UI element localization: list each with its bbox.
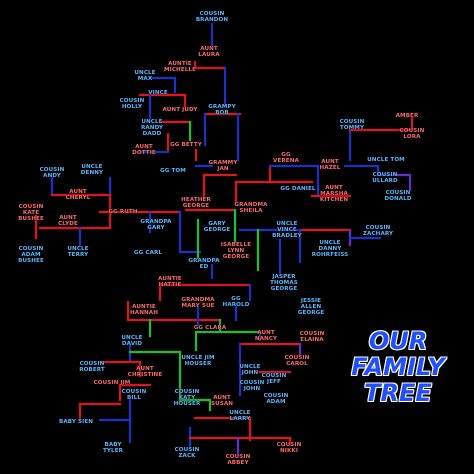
person-grandma-sheila: GRANDMA SHEILA [234,202,268,215]
person-aunt-christine: AUNT CHRISTINE [127,366,163,379]
person-cousin-zack: COUSIN ZACK [174,447,200,460]
person-uncle-denny: UNCLE DENNY [80,164,104,177]
person-cousin-holly: COUSIN HOLLY [119,98,145,111]
person-cousin-carol: COUSIN CAROL [284,355,310,368]
person-uncle-danny-rohrfeiss: UNCLE DANNY ROHRFEISS [311,240,349,259]
person-gg-ruth: GG RUTH [108,209,138,215]
person-cousin-jim: COUSIN JIM [93,380,131,386]
person-aunt-nancy: AUNT NANCY [254,330,278,343]
person-aunt-laura: AUNT LAURA [198,46,220,59]
person-aunt-marsha-kitchen: AUNT MARSHA KITCHEN [319,185,349,204]
person-uncle-max: UNCLE MAX [134,70,156,83]
person-grampy-bob: GRAMPY BOB [208,104,236,117]
person-jasper-thomas-george: JASPER THOMAS GEORGE [270,274,298,293]
person-cousin-andy: COUSIN ANDY [39,167,65,180]
person-amber: AMBER [395,113,419,119]
person-gary-george: GARY GEORGE [203,221,231,234]
person-auntie-hattie: AUNTIE HATTIE [158,276,182,289]
person-isabelle-lynn-george: ISABELLE LYNN GEORGE [220,242,252,261]
person-gg-tom: GG TOM [160,168,186,174]
person-cousin-jeff: COUSIN JEFF [261,373,287,386]
person-cousin-zachary: COUSIN ZACHARY [362,225,394,238]
person-grandpa-gary: GRANDPA GARY [140,219,172,232]
person-cousin-brandon: COUSIN BRANDON [195,11,229,24]
person-gg-verena: GG VERENA [273,152,299,165]
person-uncle-larry: UNCLE LARRY [229,410,251,423]
person-cousin-tommy: COUSIN TOMMY [339,119,365,132]
person-baby-tyler: BABY TYLER [102,442,124,455]
person-cousin-lora: COUSIN LORA [399,128,425,141]
person-cousin-nikki: COUSIN NIKKI [276,442,302,455]
person-auntie-hannah: AUNTIE HANNAH [130,304,158,317]
person-gg-daniel: GG DANIEL [280,186,316,192]
our-family-tree-title: OUR FAMILY TREE [351,327,445,407]
person-uncle-david: UNCLE DAVID [121,335,143,348]
person-gg-carl: GG CARL [133,250,163,256]
person-cousin-abbey: COUSIN ABBEY [225,454,251,467]
person-vince: VINCE [148,90,168,96]
person-grandpa-ed: GRANDPA ED [188,258,220,271]
person-gg-clara: GG CLARA [193,325,227,331]
person-aunt-hazel: AUNT HAZEL [319,159,341,172]
person-cousin-adam-bushee: COUSIN ADAM BUSHEE [18,246,44,265]
person-uncle-tom: UNCLE TOM [367,157,405,163]
person-cousin-elaina: COUSIN ELAINA [299,331,325,344]
person-aunt-clyde: AUNT CLYDE [58,215,78,228]
person-aunt-cheryl: AUNT CHERYL [65,189,91,202]
person-auntie-michelle: AUNTIE MICHELLE [163,61,197,74]
person-uncle-randy-dadd: UNCLE RANDY DADD [140,119,164,138]
person-gg-harold: GG HAROLD [222,296,250,309]
person-heather-george: HEATHER GEORGE [181,197,211,210]
person-gg-betty: GG BETTY [170,142,202,148]
person-aunt-susan: AUNT SUSAN [210,395,234,408]
person-uncle-vince-bradley: UNCLE VINCE BRADLEY [272,221,302,240]
person-uncle-john: UNCLE JOHN [239,364,261,377]
person-cousin-katy-houser: COUSIN KATY HOUSER [173,389,201,408]
person-grammy-jan: GRAMMY JAN [208,160,238,173]
person-cousin-donald: COUSIN DONALD [384,190,412,203]
person-grandma-mary-sue: GRANDMA MARY SUE [181,297,215,310]
person-cousin-kate-bushee: COUSIN KATE BUSHEE [18,204,44,223]
person-aunt-dottie: AUNT DOTTIE [132,144,156,157]
person-baby-sien: BABY SIEN [58,419,94,425]
person-uncle-jim-houser: UNCLE JIM HOUSER [181,355,215,368]
person-uncle-terry: UNCLE TERRY [67,246,89,259]
person-cousin-robert: COUSIN ROBERT [79,361,105,374]
person-cousin-ullard: COUSIN ULLARD [372,172,398,185]
person-jessie-allen-george: JESSIE ALLEN GEORGE [297,298,325,317]
person-cousin-john: COUSIN JOHN [239,380,265,393]
person-cousin-adam: COUSIN ADAM [263,393,289,406]
person-aunt-judy: AUNT JUDY [162,107,198,113]
person-cousin-bill: COUSIN BILL [121,389,147,402]
